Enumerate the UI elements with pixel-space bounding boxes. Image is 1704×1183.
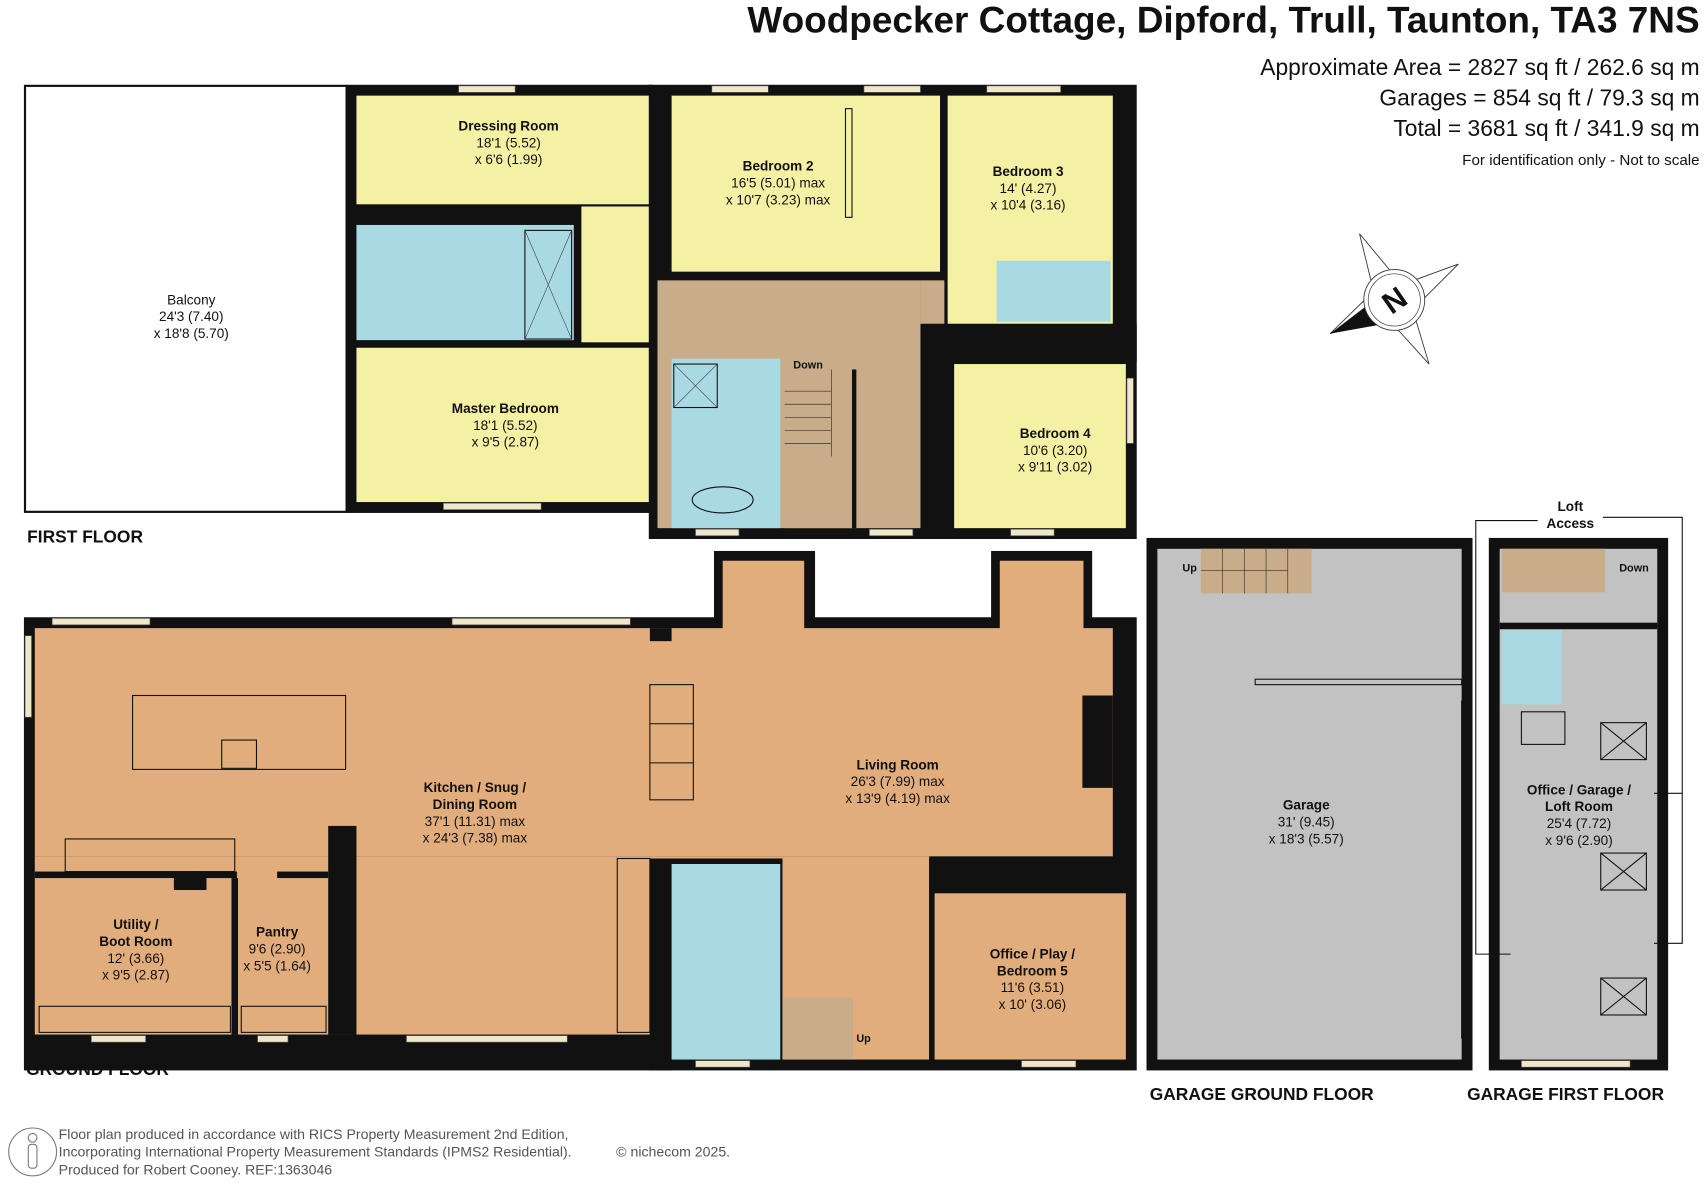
room-dimensions: x 6'6 (1.99): [475, 152, 542, 167]
scale-note: For identification only - Not to scale: [1462, 152, 1699, 169]
room-name: Loft Room: [1545, 799, 1613, 814]
room-dimensions: x 10' (3.06): [999, 997, 1067, 1012]
ground-floor-plan: [23, 550, 1137, 1071]
stair-up-label: Up: [1182, 563, 1197, 575]
loft-access-label: Loft: [1557, 499, 1583, 514]
room-dimensions: 12' (3.66): [107, 951, 164, 966]
room-dimensions: x 13'9 (4.19) max: [845, 791, 950, 806]
garages-area: Garages = 854 sq ft / 79.3 sq m: [1379, 84, 1699, 110]
approximate-area: Approximate Area = 2827 sq ft / 262.6 sq…: [1260, 54, 1699, 80]
room-dimensions: 25'4 (7.72): [1547, 816, 1611, 831]
room-name: Boot Room: [99, 934, 172, 949]
room-dimensions: 26'3 (7.99) max: [851, 774, 945, 789]
room-name: Pantry: [256, 925, 299, 940]
room-dimensions: 16'5 (5.01) max: [731, 175, 825, 190]
garage-first-floor-plan: [1475, 516, 1683, 1071]
loft-access-line: [1475, 519, 1538, 955]
room-name: Bedroom 4: [1020, 426, 1091, 441]
total-area: Total = 3681 sq ft / 341.9 sq m: [1393, 115, 1699, 141]
room-dimensions: 31' (9.45): [1278, 814, 1335, 829]
person-icon: [8, 1127, 58, 1177]
room-dimensions: 18'1 (5.52): [476, 135, 541, 150]
footer-line: Incorporating International Property Mea…: [59, 1143, 572, 1159]
loft-access-label: Access: [1547, 516, 1595, 531]
room-dimensions: 14' (4.27): [1000, 181, 1057, 196]
room-dimensions: x 18'8 (5.70): [154, 326, 229, 341]
room-labels: Balcony 24'3 (7.40) x 18'8 (5.70) Dressing …: [99, 118, 1631, 1012]
stair-down-label: Down: [793, 359, 823, 371]
room-dimensions: 10'6 (3.20): [1023, 443, 1088, 458]
room-name: Kitchen / Snug /: [424, 780, 527, 795]
room-dimensions: x 10'7 (3.23) max: [726, 192, 831, 207]
room-dimensions: x 9'5 (2.87): [472, 435, 539, 450]
room-name: Office / Garage /: [1527, 782, 1631, 797]
room-dimensions: x 9'6 (2.90): [1545, 833, 1613, 848]
room-dimensions: 9'6 (2.90): [249, 942, 306, 957]
room-name: Master Bedroom: [452, 401, 559, 416]
room-dimensions: x 9'11 (3.02): [1018, 460, 1092, 475]
room-name: Office / Play /: [990, 946, 1076, 961]
first-floor-plan: [23, 84, 1137, 540]
garage-first-floor-label: GARAGE FIRST FLOOR: [1467, 1084, 1664, 1104]
first-floor-label: FIRST FLOOR: [27, 526, 143, 546]
room-name: Bedroom 2: [743, 159, 814, 174]
room-name: Dining Room: [433, 797, 517, 812]
footer-line: Produced for Robert Cooney. REF:1363046: [59, 1162, 333, 1178]
room-name: Balcony: [167, 292, 216, 307]
room-name: Bedroom 5: [997, 963, 1068, 978]
ground-floor-label: GROUND FLOOR: [26, 1059, 169, 1079]
garage-ground-floor-plan: [1146, 537, 1473, 1071]
room-dimensions: x 24'3 (7.38) max: [423, 831, 528, 846]
garage-ground-floor-label: GARAGE GROUND FLOOR: [1150, 1084, 1374, 1104]
room-dimensions: x 9'5 (2.87): [102, 968, 170, 983]
north-compass-icon: N: [1329, 233, 1459, 365]
room-name: Living Room: [857, 757, 939, 772]
room-dimensions: 24'3 (7.40): [159, 309, 224, 324]
room-dimensions: x 10'4 (3.16): [991, 198, 1066, 213]
copyright: © nichecom 2025.: [616, 1143, 730, 1159]
stair-up-label: Up: [856, 1033, 871, 1045]
stairs: [784, 369, 832, 457]
balcony-area: [23, 84, 348, 513]
footer-line: Floor plan produced in accordance with R…: [59, 1126, 569, 1142]
room-dimensions: x 5'5 (1.64): [243, 958, 311, 973]
stair-down-label: Down: [1619, 563, 1649, 575]
room-name: Dressing Room: [458, 118, 558, 133]
room-name: Garage: [1283, 798, 1330, 813]
room-dimensions: x 18'3 (5.57): [1269, 831, 1344, 846]
room-dimensions: 37'1 (11.31) max: [425, 814, 526, 829]
room-name: Bedroom 3: [993, 164, 1064, 179]
property-title: Woodpecker Cottage, Dipford, Trull, Taun…: [747, 0, 1699, 41]
room-name: Utility /: [113, 917, 158, 932]
room-dimensions: 11'6 (3.51): [1001, 980, 1064, 995]
room-dimensions: 18'1 (5.52): [473, 418, 537, 433]
